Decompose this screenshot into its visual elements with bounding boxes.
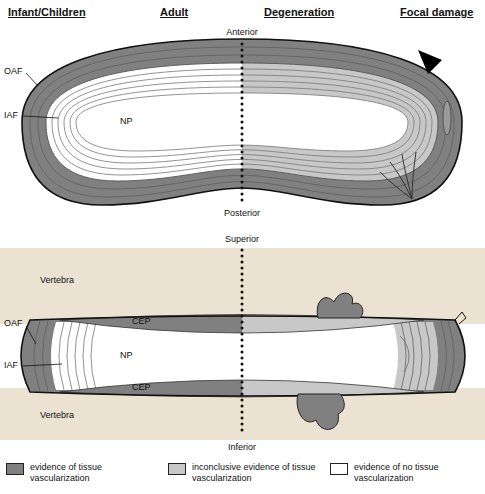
part-label: IAF [4,360,18,371]
nucleus [242,93,408,151]
outer-annulus [242,39,462,205]
panel-heading: Focal damage [400,6,473,19]
iaf-lamella [58,75,242,169]
direction-label: Inferior [228,442,256,453]
panel-heading: Degeneration [264,6,334,19]
radial-fissures [380,152,416,199]
iaf-lamella [70,87,242,157]
sagittal-right [242,315,454,398]
panel-heading: Adult [160,6,188,19]
iaf-lamella [242,81,420,163]
osteophyte [455,312,466,324]
part-label: IAF [4,110,18,121]
legend-swatch [168,463,186,475]
inner-annulus [242,63,438,181]
iaf-lamella [52,69,242,175]
legend-item: evidence of no tissue vascularization [330,462,478,484]
oaf-lamella [242,55,446,189]
direction-label: Posterior [224,208,260,219]
iaf-lamella [242,87,414,157]
lesion-spindle [443,101,451,135]
endplate-herniation-lower [297,394,344,429]
axial-disc-left [22,39,242,205]
legend-item: evidence of tissue vascularization [6,462,154,484]
part-label: NP [120,350,133,361]
part-label: OAF [4,318,23,329]
legend-text: inconclusive evidence of tissue vascular… [192,462,316,484]
part-label: Vertebra [40,410,74,421]
disc-outline [22,39,462,205]
inner-annulus [46,63,242,181]
axial-disc-outline [22,39,462,205]
part-label: CEP [132,316,151,327]
oaf-lamella [38,55,242,189]
part-label: OAF [4,66,23,77]
iaf-lamella [242,69,432,175]
axial-disc-right [242,39,462,205]
panel-heading: Infant/Children [8,6,86,19]
nucleus [76,93,242,151]
part-label: NP [120,116,133,127]
direction-label: Anterior [226,27,258,38]
oaf-lamella [242,47,454,197]
annular-tear-wedge [418,50,442,74]
legend-swatch [330,463,348,475]
legend-item: inconclusive evidence of tissue vascular… [168,462,316,484]
leader-lines [23,73,62,366]
outer-annulus [22,39,242,205]
iaf-lamella [242,75,426,169]
part-label: Vertebra [40,275,74,286]
iaf-lamella [64,81,242,163]
legend-text: evidence of no tissue vascularization [354,462,478,484]
sagittal-left [34,315,242,398]
direction-label: Superior [225,234,259,245]
part-label: CEP [132,382,151,393]
oaf-lamella [30,47,242,197]
legend-text: evidence of tissue vascularization [30,462,154,484]
legend-swatch [6,463,24,475]
endplate-herniation-upper [317,293,363,318]
